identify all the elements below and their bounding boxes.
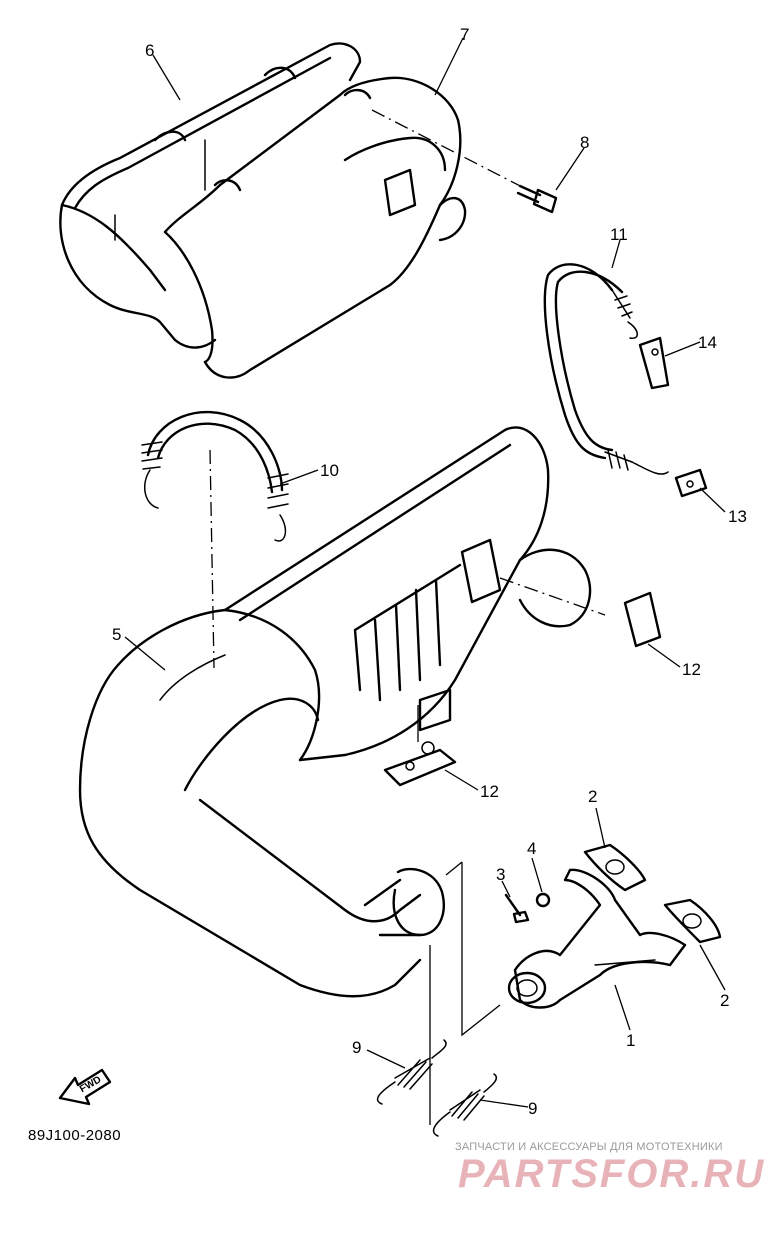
callout-4: 4 bbox=[527, 839, 536, 858]
part-7-outer-heat-shield bbox=[59, 42, 362, 349]
fwd-arrow-icon: FWD bbox=[58, 1068, 112, 1106]
part-2-gasket-lower bbox=[663, 898, 722, 944]
callout-2-lower: 2 bbox=[720, 991, 729, 1010]
callout-9-right: 9 bbox=[528, 1099, 537, 1118]
part-10-hose-spring bbox=[141, 410, 289, 542]
part-5-muffler bbox=[78, 426, 592, 998]
callout-11: 11 bbox=[610, 225, 628, 244]
part-code: 89J100-2080 bbox=[28, 1127, 122, 1144]
part-12-pad-lower bbox=[383, 741, 457, 787]
part-11-hose-spring bbox=[543, 263, 669, 475]
part-2-gasket-upper bbox=[583, 843, 647, 892]
callout-12-upper: 12 bbox=[682, 660, 701, 679]
callout-leaders bbox=[124, 37, 726, 1108]
part-6-inner-heat-shield bbox=[163, 76, 467, 379]
callout-10: 10 bbox=[320, 461, 339, 480]
part-9-spring-right bbox=[432, 1073, 498, 1137]
part-14-bracket bbox=[638, 336, 670, 390]
callout-12-lower: 12 bbox=[480, 782, 499, 801]
callout-2-upper: 2 bbox=[588, 787, 597, 806]
callout-5: 5 bbox=[112, 625, 121, 644]
callout-13: 13 bbox=[728, 507, 747, 526]
part-9-spring-left bbox=[376, 1039, 447, 1105]
part-12-pad-upper bbox=[623, 591, 662, 648]
callout-14: 14 bbox=[698, 333, 717, 352]
callout-3: 3 bbox=[496, 865, 505, 884]
callout-6: 7 bbox=[460, 25, 469, 44]
part-4-nut bbox=[535, 892, 551, 908]
part-1-exhaust-manifold bbox=[507, 868, 687, 1009]
part-13-pad bbox=[674, 468, 708, 498]
callout-1: 1 bbox=[626, 1031, 635, 1050]
callout-9-left: 9 bbox=[352, 1038, 361, 1057]
callout-numbers: 6 7 8 11 10 14 13 12 5 12 2 4 3 2 1 9 9 bbox=[112, 25, 747, 1118]
callout-8: 8 bbox=[580, 133, 589, 152]
watermark-tagline: ЗАПЧАСТИ И АКСЕССУАРЫ ДЛЯ МОТОТЕХНИКИ bbox=[455, 1141, 723, 1153]
part-8-bolt bbox=[516, 184, 558, 214]
callout-7: 6 bbox=[145, 41, 154, 60]
part-3-bolt bbox=[504, 893, 530, 924]
fwd-label: FWD bbox=[78, 1074, 103, 1095]
watermark-logo: PARTSFOR.RU bbox=[458, 1152, 766, 1196]
